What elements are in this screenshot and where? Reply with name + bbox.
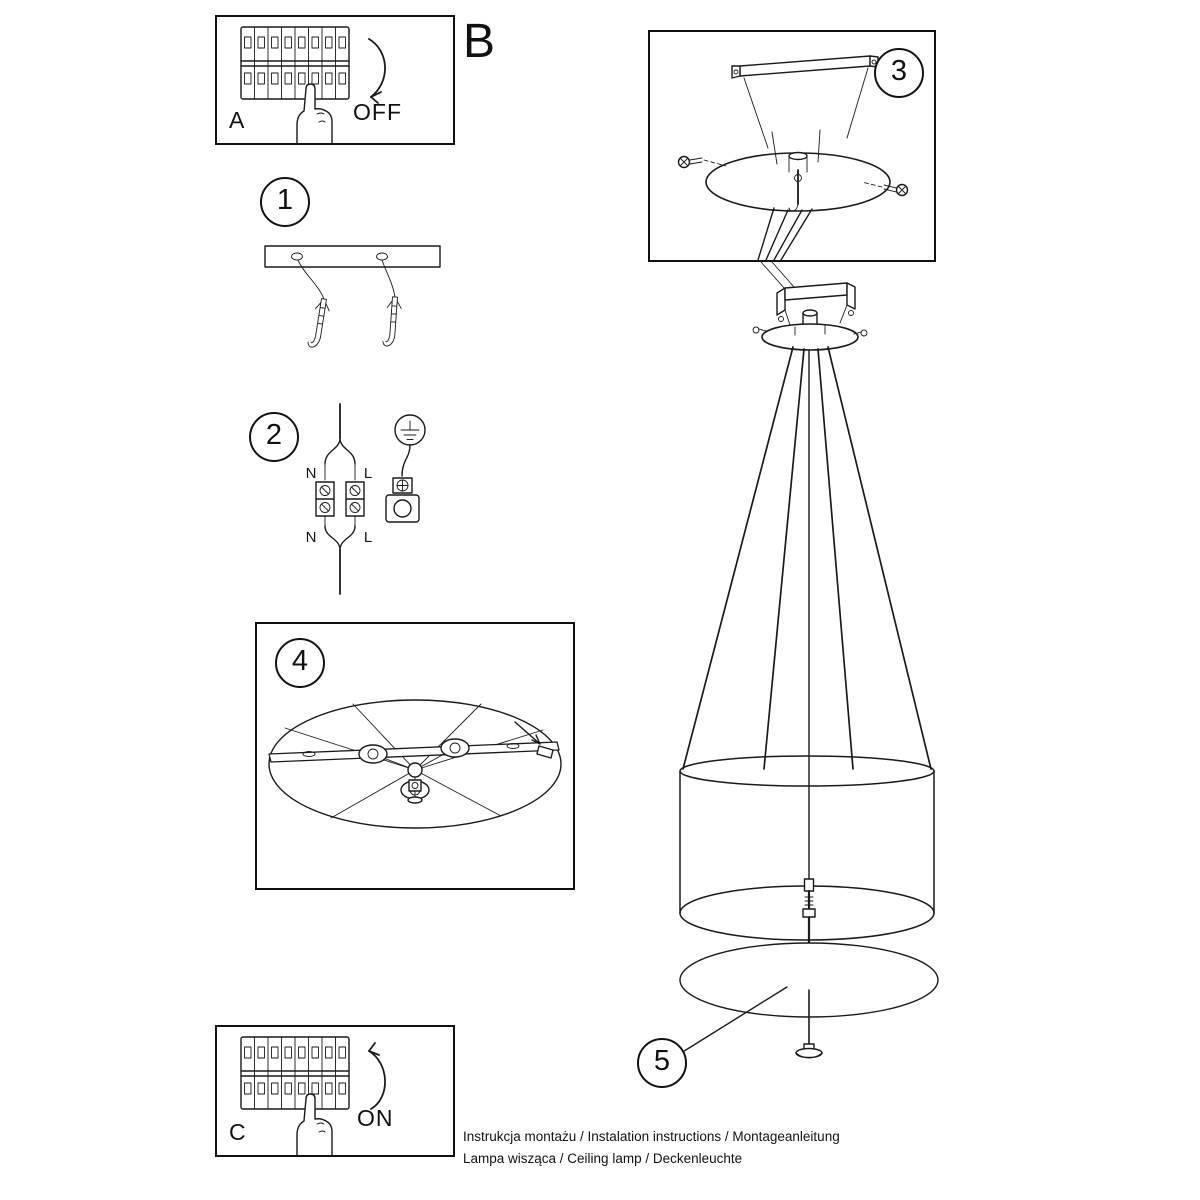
step-2-wiring-drawing: N L N L: [306, 403, 426, 595]
side-screw-icon: [677, 155, 727, 169]
terminal-block: [315, 481, 365, 517]
panel-c-label: C: [229, 1119, 246, 1145]
bulb-socket-icon: [440, 738, 470, 758]
step-4-badge: 4: [275, 638, 325, 688]
center-screw-fitting: [802, 878, 816, 945]
breaker-panel-off-drawing: [240, 26, 386, 143]
step-2-badge: 2: [249, 412, 299, 462]
power-on-label: ON: [357, 1105, 394, 1131]
footer-line-product: Lampa wisząca / Ceiling lamp / Deckenleu…: [463, 1151, 743, 1166]
breaker-panel-icon: [240, 26, 350, 100]
power-off-label: OFF: [353, 99, 402, 125]
terminal-label-l-bottom: L: [364, 529, 372, 546]
anchor-screw-icon: [382, 296, 402, 347]
bar-hole: [291, 252, 303, 261]
canopy-icon: [752, 309, 868, 351]
suspension-wires: [757, 207, 813, 260]
wire-terminal-diagram: N L N L: [306, 403, 372, 595]
side-screw-icon: [861, 181, 909, 197]
footer-text: Instrukcja montażu / Instalation instruc…: [463, 1126, 840, 1170]
bulb-socket-icon: [358, 744, 388, 764]
panel-a-label: A: [229, 107, 245, 133]
canopy-mount-drawing: [677, 55, 909, 260]
step-a-power-off-box: A OFF: [215, 15, 455, 145]
breaker-panel-icon: [240, 1036, 350, 1110]
footer-line-instructions: Instrukcja montażu / Instalation instruc…: [463, 1129, 840, 1144]
terminal-label-l-top: L: [364, 465, 372, 482]
center-cord-grip: [407, 762, 423, 804]
rim-clip: [536, 745, 554, 759]
canopy-top-fitting: [771, 129, 821, 212]
step-1-drawing: [264, 245, 441, 348]
suspension-wires: [682, 346, 932, 770]
step-3-canopy-box: 3: [648, 30, 936, 262]
ceiling-bracket-icon: [731, 55, 879, 79]
terminal-label-n-top: N: [306, 465, 317, 482]
pointing-hand-icon: [296, 1093, 333, 1155]
ground-connector-diagram: [385, 414, 426, 523]
shade-underside-drawing: [268, 699, 562, 829]
step-5-badge: 5: [637, 1038, 687, 1088]
on-arrow-icon: [368, 1042, 386, 1110]
rim-clip-pointer: [514, 721, 554, 759]
terminal-label-n-bottom: N: [306, 529, 317, 546]
off-arrow-icon: [368, 38, 386, 104]
anchor-screw-icon: [307, 298, 330, 348]
section-b-label: B: [463, 15, 496, 68]
mounting-bar: [264, 245, 441, 268]
finial-knob: [795, 1043, 823, 1059]
bar-hole: [376, 252, 388, 261]
step-1-badge: 1: [260, 177, 310, 227]
pointing-hand-icon: [296, 83, 333, 143]
cable-clamp: [385, 494, 420, 523]
step-3-badge: 3: [874, 48, 924, 98]
breaker-panel-on-drawing: [240, 1036, 386, 1155]
shade-rim: [268, 699, 562, 829]
ceiling-bracket-icon: [776, 282, 856, 326]
pendant-lamp-assembly-drawing: [679, 261, 939, 1059]
step-5-leader-line: [680, 986, 788, 1054]
step-c-power-on-box: C ON: [215, 1025, 455, 1157]
step-4-shade-box: 4: [255, 622, 575, 890]
